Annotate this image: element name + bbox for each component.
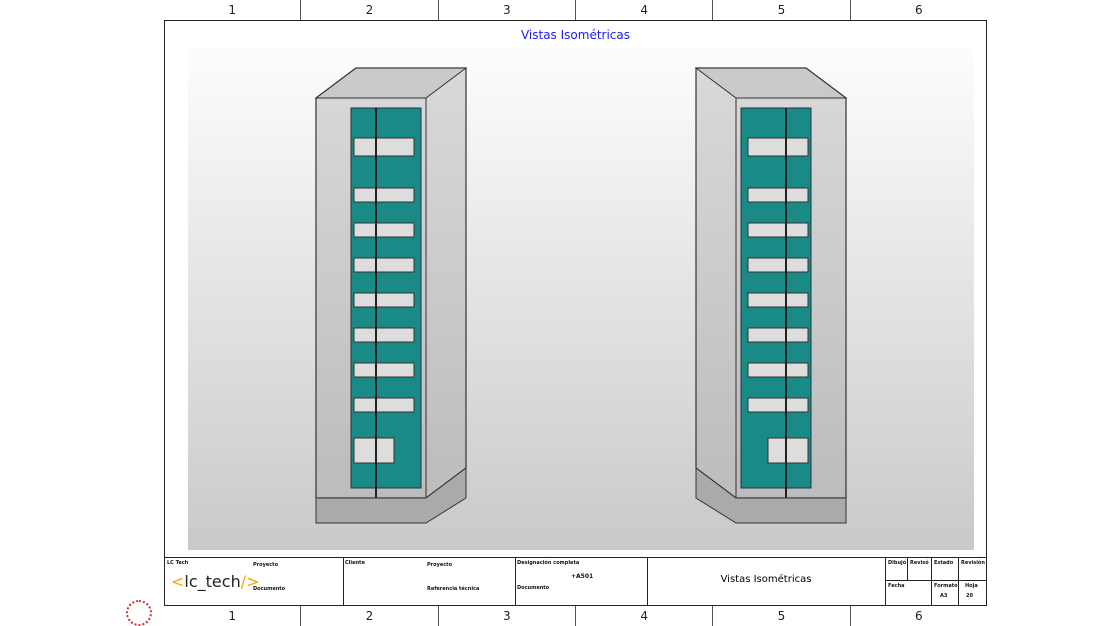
seal-stamp-icon bbox=[126, 600, 152, 626]
designacion-label: Designación completa bbox=[517, 560, 580, 566]
revision-cell: Dibujó Revisó Estado Revisión Fecha Form… bbox=[885, 558, 986, 606]
ruler-col: 4 bbox=[574, 0, 712, 20]
logo-suffix: /> bbox=[240, 572, 260, 591]
cliente-label: Cliente bbox=[345, 560, 365, 566]
cabinet-isometric-left bbox=[315, 67, 467, 524]
ruler-col: 6 bbox=[849, 606, 987, 626]
revision-label: Revisión bbox=[961, 560, 985, 566]
dibujo-label: Dibujó bbox=[888, 560, 907, 566]
drawing-frame: Vistas Isométricas bbox=[164, 20, 987, 606]
fecha-label: Fecha bbox=[888, 583, 905, 589]
sheet-name: Vistas Isométricas bbox=[720, 574, 812, 585]
company-logo: <lc_tech/> bbox=[171, 572, 260, 591]
ruler-col: 3 bbox=[437, 606, 575, 626]
hoja-label: Hoja bbox=[965, 583, 978, 589]
ruler-col: 3 bbox=[437, 0, 575, 20]
sheet-title: Vistas Isométricas bbox=[520, 28, 631, 42]
formato-value: A3 bbox=[940, 593, 948, 599]
company-cell: LC Tech <lc_tech/> Proyecto Documento bbox=[165, 558, 344, 606]
ruler-col: 1 bbox=[228, 3, 236, 17]
proyecto-label-2: Proyecto bbox=[427, 562, 453, 568]
reviso-label: Revisó bbox=[910, 560, 929, 566]
ruler-col: 2 bbox=[300, 606, 437, 626]
designation-cell: Designación completa +A501 Documento bbox=[515, 558, 648, 606]
top-column-ruler: 1 2 3 4 5 6 bbox=[164, 0, 987, 20]
proyecto-label: Proyecto bbox=[253, 562, 279, 568]
documento-label: Documento bbox=[253, 586, 286, 592]
cabinet-isometric-right bbox=[695, 67, 847, 524]
ruler-col: 6 bbox=[849, 0, 987, 20]
title-block: LC Tech <lc_tech/> Proyecto Documento Cl… bbox=[165, 557, 986, 606]
estado-label: Estado bbox=[934, 560, 954, 566]
company-name: LC Tech bbox=[167, 560, 189, 566]
ruler-col: 1 bbox=[228, 609, 236, 623]
bottom-column-ruler: 1 2 3 4 5 6 bbox=[164, 606, 987, 626]
ruler-col: 5 bbox=[712, 0, 849, 20]
client-cell: Cliente Proyecto Referencia técnica bbox=[343, 558, 516, 606]
hoja-value: 20 bbox=[966, 593, 973, 599]
ruler-col: 2 bbox=[300, 0, 437, 20]
logo-text: lc_tech bbox=[184, 572, 241, 591]
documento-label-2: Documento bbox=[517, 585, 550, 591]
sheet-name-cell: Vistas Isométricas bbox=[647, 558, 886, 606]
ruler-col: 5 bbox=[712, 606, 849, 626]
logo-prefix: < bbox=[171, 572, 185, 591]
referencia-label: Referencia técnica bbox=[427, 586, 480, 592]
ruler-col: 4 bbox=[574, 606, 712, 626]
formato-label: Formato bbox=[934, 583, 958, 589]
designacion-value: +A501 bbox=[571, 573, 594, 580]
isometric-drawing-area bbox=[188, 46, 974, 550]
